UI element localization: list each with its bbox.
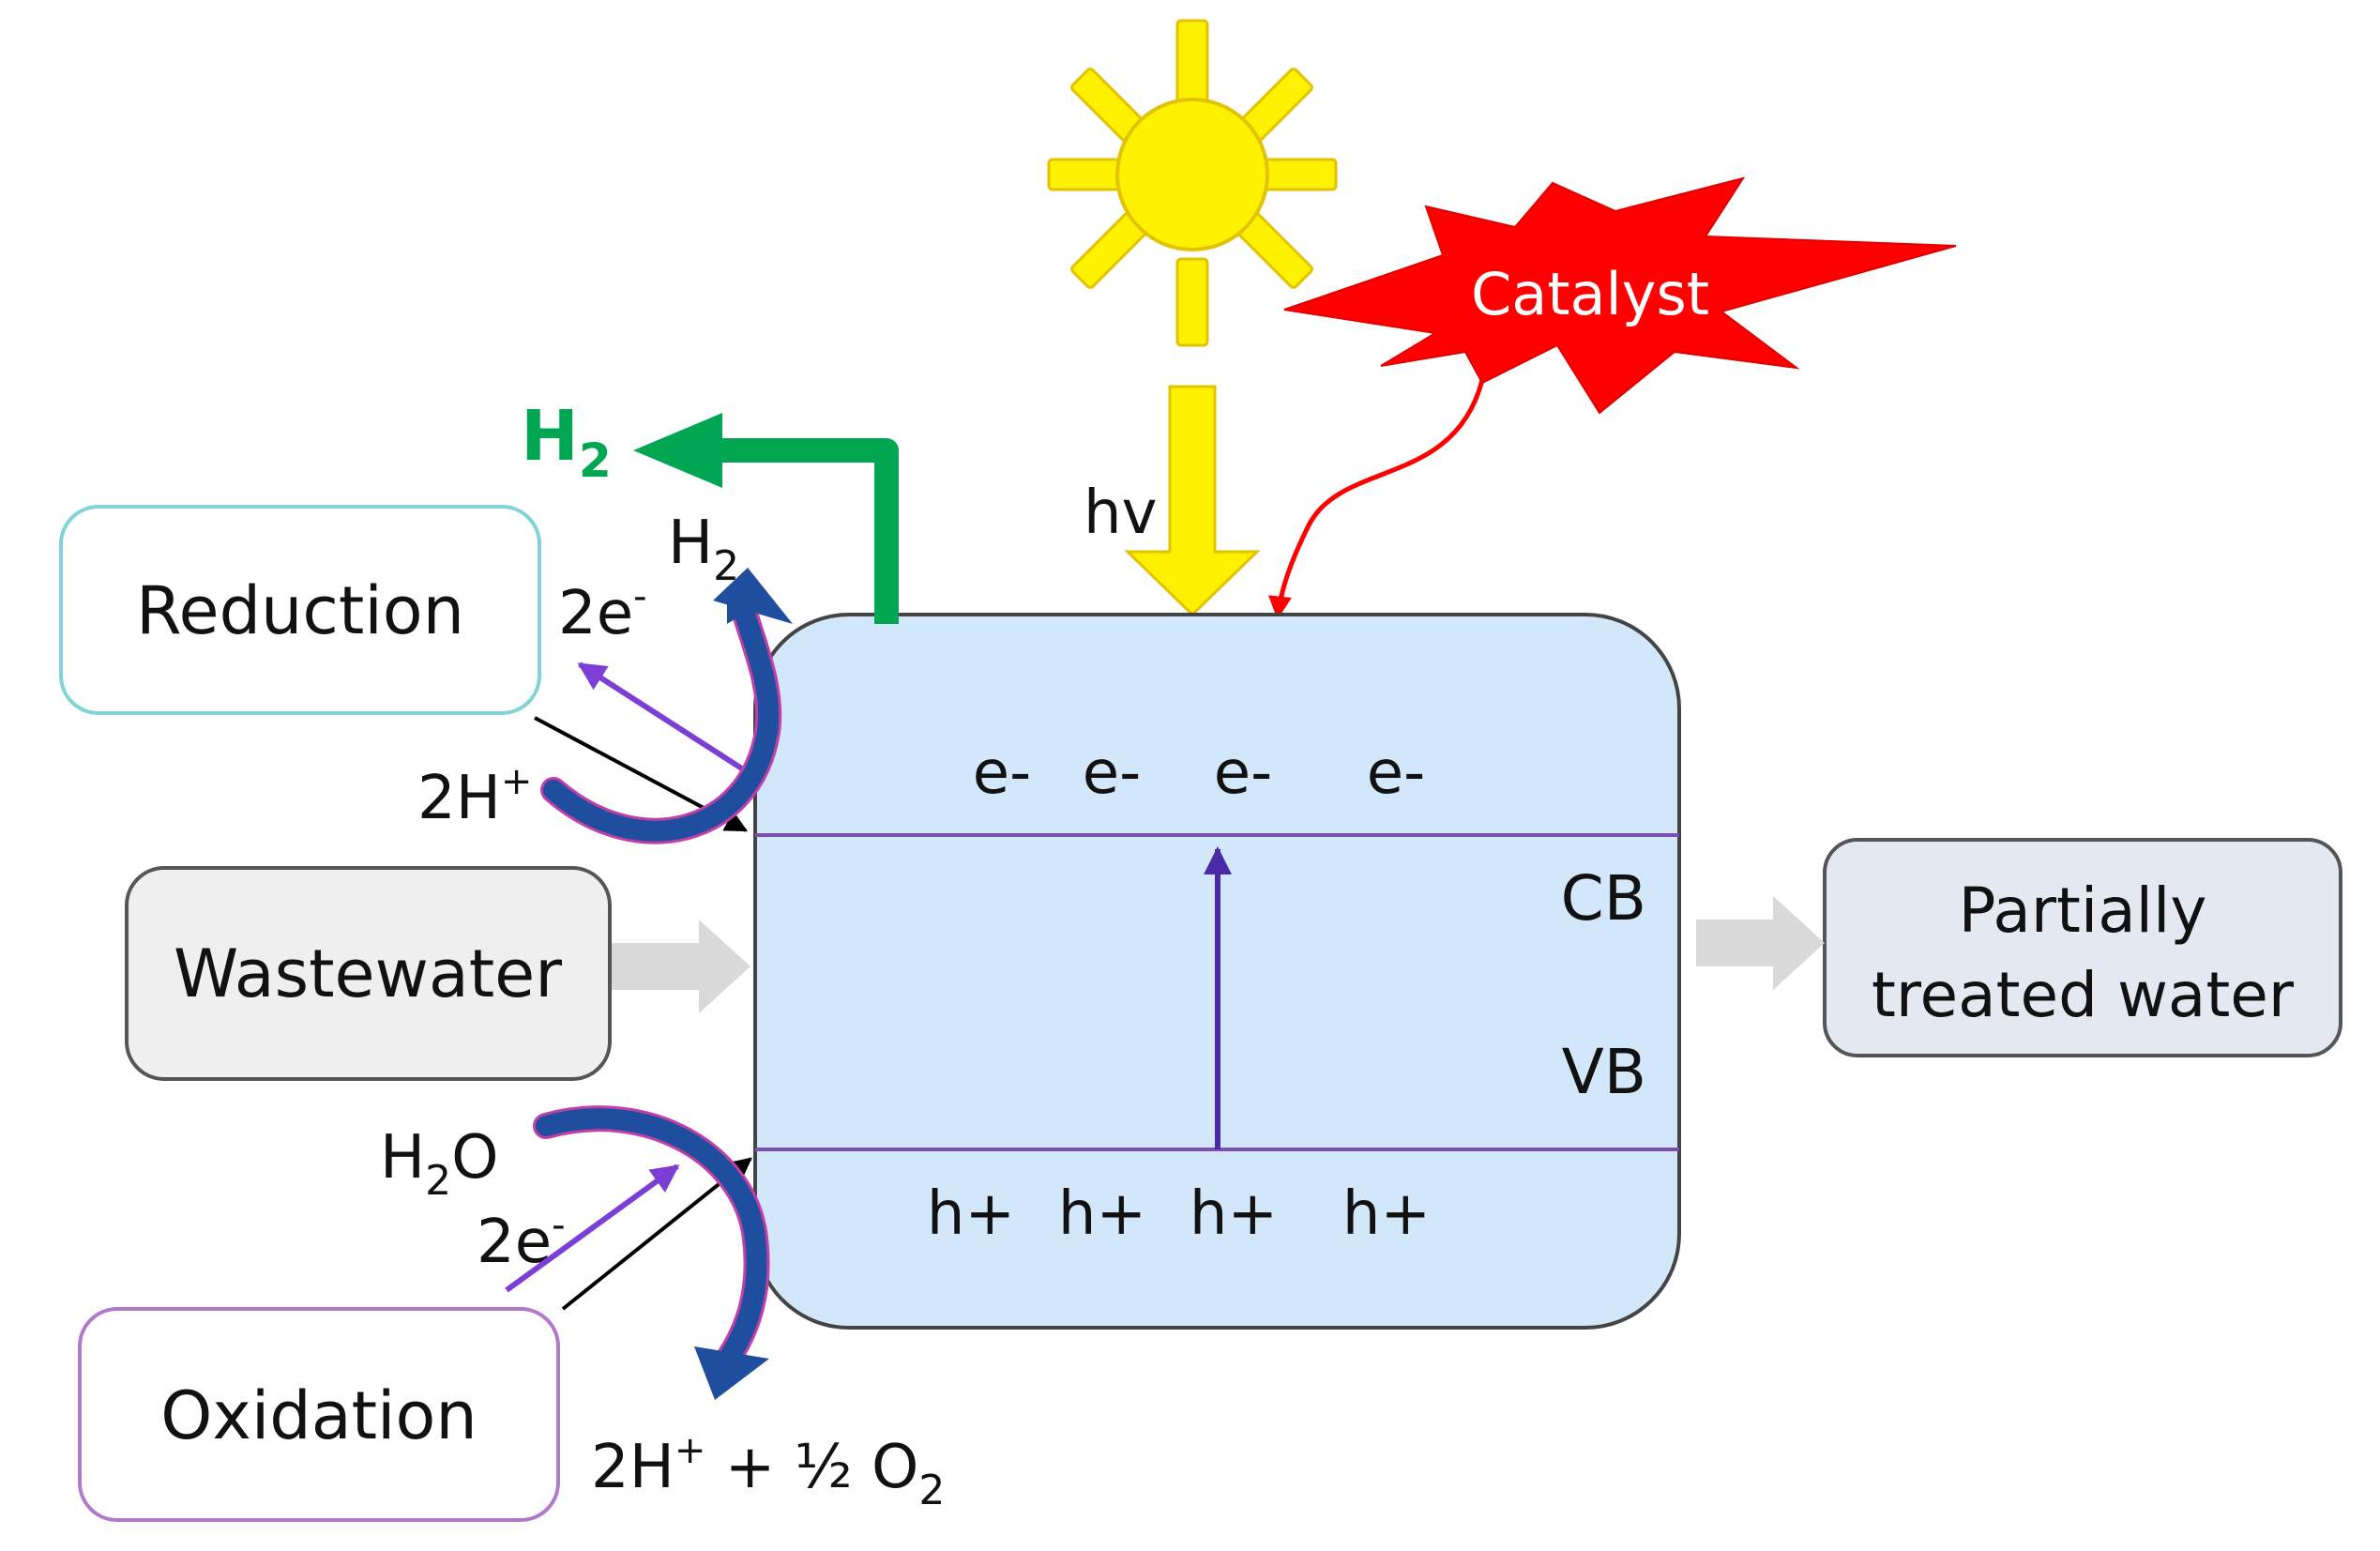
electron-1: e- <box>973 738 1031 808</box>
reduction-protons-value: 2H <box>417 764 501 833</box>
reduction-protons-sup: + <box>501 760 533 803</box>
hole-4: h+ <box>1342 1179 1431 1249</box>
hole-3: h+ <box>1190 1179 1278 1249</box>
cb-label: CB <box>1561 862 1646 935</box>
sun-icon <box>1047 19 1338 347</box>
h2-product-label: H2 <box>521 396 612 488</box>
light-arrow <box>1124 385 1261 617</box>
oxidation-electrons-label: 2e- <box>477 1204 566 1277</box>
reduction-label: Reduction <box>136 572 464 649</box>
oxidation-electron-arrow <box>505 1163 680 1293</box>
reduction-protons-label: 2H+ <box>417 760 532 833</box>
water-h: H <box>380 1123 425 1193</box>
hv-label: hv <box>1084 479 1157 548</box>
treated-water-line1: Partially <box>1959 874 2207 947</box>
oxidation-box <box>78 1307 560 1522</box>
electron-4: e- <box>1367 738 1425 808</box>
wastewater-inflow-arrow <box>612 920 750 1013</box>
h2-small-label: H2 <box>668 509 739 590</box>
h2-small-h: H <box>668 509 713 578</box>
oxidation-label: Oxidation <box>160 1377 477 1454</box>
electron-2: e- <box>1083 738 1141 808</box>
h2-product-h: H <box>521 396 579 477</box>
treated-water-line2: treated water <box>1872 959 2295 1031</box>
reduction-curved-arrow <box>540 568 793 844</box>
reduction-electrons-sup: - <box>633 575 646 618</box>
catalyst-burst <box>1283 176 1957 415</box>
h2-arrowhead <box>633 413 722 488</box>
water-o: O <box>451 1123 498 1193</box>
oxidation-products-b: + ½ O <box>705 1433 918 1502</box>
vb-label: VB <box>1562 1036 1646 1108</box>
reduction-electrons-label: 2e- <box>558 575 647 648</box>
water-label: H2O <box>380 1123 499 1205</box>
oxidation-products-a-sup: + <box>675 1429 706 1472</box>
catalyst-arrow <box>1267 379 1485 620</box>
oxidation-electrons-sup: - <box>552 1204 565 1247</box>
hole-1: h+ <box>927 1179 1015 1249</box>
h2-output-arrow <box>722 438 899 624</box>
oxidation-products-b-sub: 2 <box>918 1467 945 1514</box>
hole-2: h+ <box>1058 1179 1146 1249</box>
reduction-electron-arrow <box>577 661 752 777</box>
water-sub: 2 <box>425 1157 451 1205</box>
oxidation-products-label: 2H+ + ½ O2 <box>591 1429 945 1514</box>
h2-product-sub: 2 <box>579 433 612 488</box>
reduction-box <box>59 505 541 715</box>
reduction-electrons-value: 2e <box>558 579 633 648</box>
electron-3: e- <box>1214 738 1272 808</box>
oxidation-products-a: 2H <box>591 1433 675 1502</box>
catalyst-label: Catalyst <box>1471 260 1709 328</box>
treated-water-outflow-arrow <box>1696 896 1825 990</box>
oxidation-curved-arrow <box>533 1105 770 1400</box>
wastewater-label: Wastewater <box>174 935 562 1012</box>
wastewater-box <box>125 866 612 1081</box>
treated-water-box <box>1823 838 2342 1057</box>
